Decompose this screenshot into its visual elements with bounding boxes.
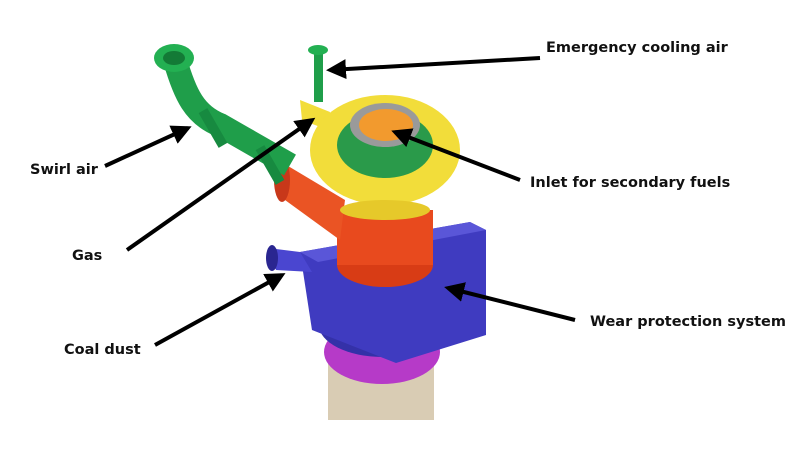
label-emergency-cooling-air: Emergency cooling air	[546, 40, 728, 56]
arrow-wear-protection	[444, 282, 576, 322]
label-coal-dust: Coal dust	[64, 342, 141, 358]
label-gas: Gas	[72, 248, 103, 264]
arrow-swirl-air	[104, 125, 192, 168]
label-inlet-secondary-fuels: Inlet for secondary fuels	[530, 175, 731, 191]
emergency-cooling-pipe	[308, 45, 328, 102]
arrow-emergency-cooling-air	[326, 56, 541, 80]
label-swirl-air: Swirl air	[30, 162, 98, 178]
swirl-air-pipe	[154, 44, 296, 185]
arrow-inlet-secondary-fuels	[391, 128, 521, 182]
arrow-coal-dust	[154, 273, 286, 347]
label-wear-protection: Wear protection system	[590, 314, 786, 330]
primary-section	[274, 158, 433, 287]
arrow-gas	[125, 117, 316, 252]
